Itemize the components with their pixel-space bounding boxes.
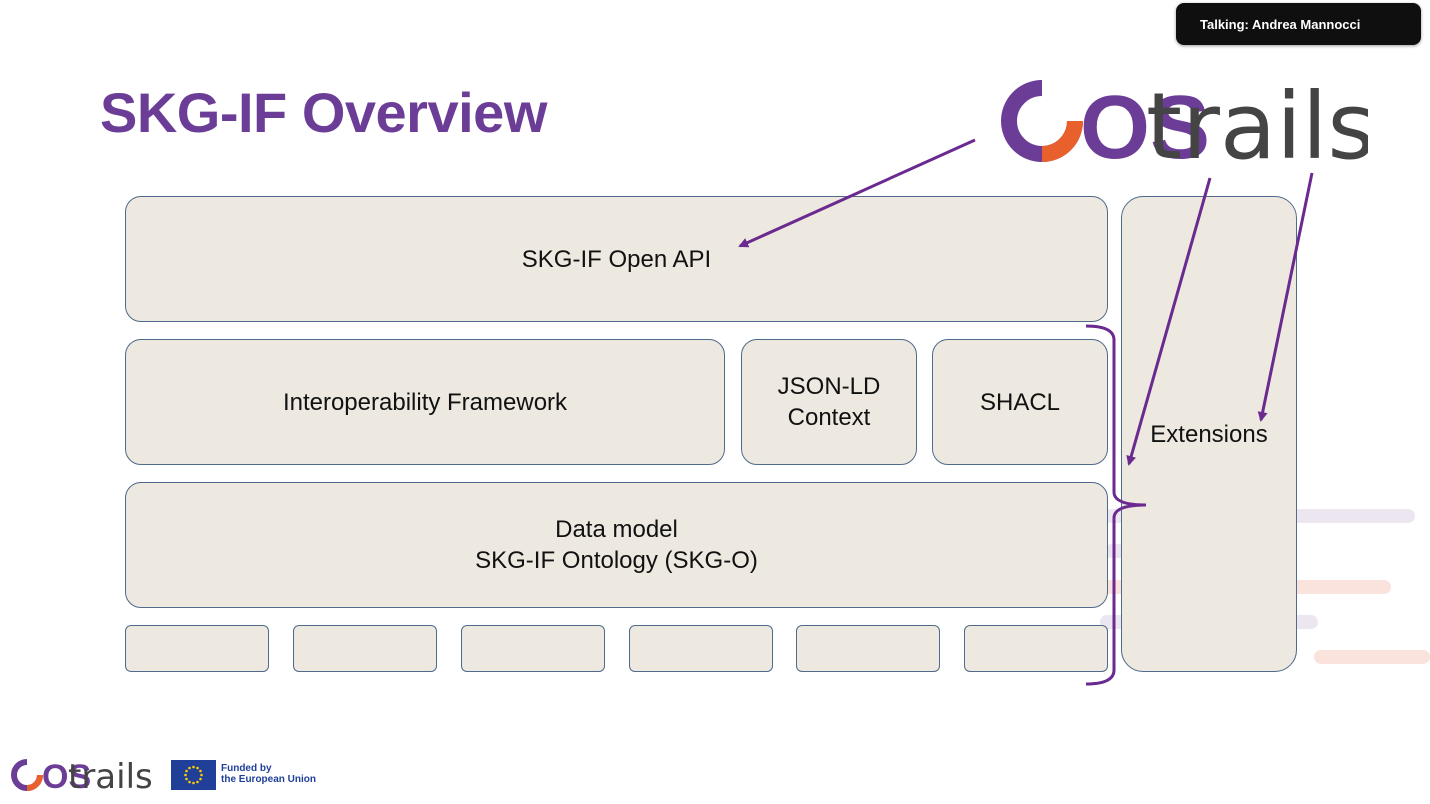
box-small-6	[964, 625, 1108, 672]
logo-trails: trails	[1146, 78, 1368, 170]
box-data-model: Data model SKG-IF Ontology (SKG-O)	[125, 482, 1108, 608]
box-small-3	[461, 625, 605, 672]
box-interop-label: Interoperability Framework	[282, 388, 568, 416]
box-small-1	[125, 625, 269, 672]
box-small-2	[293, 625, 437, 672]
box-jsonld-line1: JSON-LD	[777, 373, 881, 400]
box-data-model-line1: Data model	[555, 516, 678, 543]
ostrails-logo: OS trails	[1001, 78, 1368, 170]
footer-logo-s: OS	[42, 758, 91, 794]
box-jsonld-context: JSON-LD Context	[741, 339, 917, 465]
box-shacl: SHACL	[932, 339, 1108, 465]
box-small-5	[796, 625, 940, 672]
eu-funding-line2: the European Union	[221, 774, 316, 785]
box-small-4	[629, 625, 773, 672]
eu-flag	[171, 760, 216, 790]
box-shacl-label: SHACL	[979, 388, 1061, 416]
footer-ostrails-logo: OS trails	[11, 758, 153, 794]
talking-indicator-text: Talking: Andrea Mannocci	[1200, 16, 1361, 32]
decor-stripe	[1314, 650, 1430, 664]
eu-funding-line1: Funded by	[221, 763, 272, 774]
footer-logo-trails: trails	[68, 758, 153, 794]
box-open-api-label: SKG-IF Open API	[521, 245, 712, 273]
box-open-api: SKG-IF Open API	[125, 196, 1108, 322]
logo-s: OS	[1080, 78, 1210, 170]
box-interoperability-framework: Interoperability Framework	[125, 339, 725, 465]
box-extensions-label: Extensions	[1150, 420, 1268, 448]
box-extensions: Extensions	[1121, 196, 1297, 672]
box-jsonld-line2: Context	[787, 404, 871, 431]
slide-title: SKG-IF Overview	[100, 81, 547, 144]
talking-indicator: Talking: Andrea Mannocci	[1176, 3, 1421, 45]
eu-funding-text: Funded by the European Union	[221, 763, 316, 785]
box-data-model-line2: SKG-IF Ontology (SKG-O)	[475, 547, 758, 574]
